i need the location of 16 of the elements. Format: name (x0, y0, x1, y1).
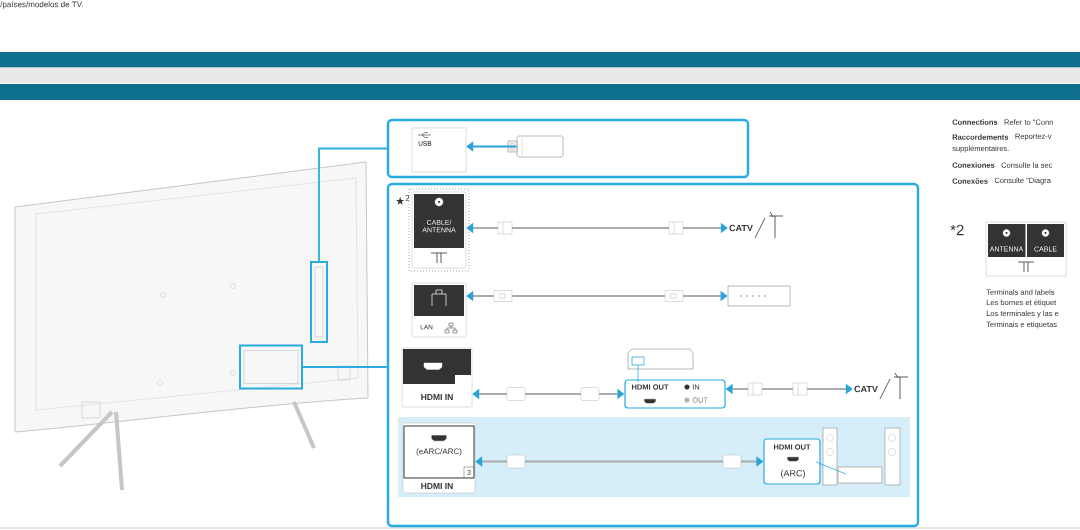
note-text: /países/modelos de TV. (0, 1, 83, 9)
leader-line (302, 366, 388, 368)
footnote-mark: *2 (950, 224, 964, 236)
port-highlight (310, 261, 328, 343)
tv-rear-drawing (14, 161, 369, 492)
group-frame (386, 118, 750, 179)
router-drawing (727, 285, 791, 307)
leader-line (318, 147, 388, 262)
port-highlight (239, 344, 303, 390)
footnote-mark: ★$^{2}$ (395, 195, 410, 205)
hdmi-port: HDMI IN (401, 347, 473, 408)
catv-label: CATV (729, 224, 753, 232)
usb-stick-drawing (507, 135, 564, 158)
catv-label: CATV (854, 385, 878, 393)
group-frame (386, 182, 920, 528)
cable (466, 221, 728, 235)
